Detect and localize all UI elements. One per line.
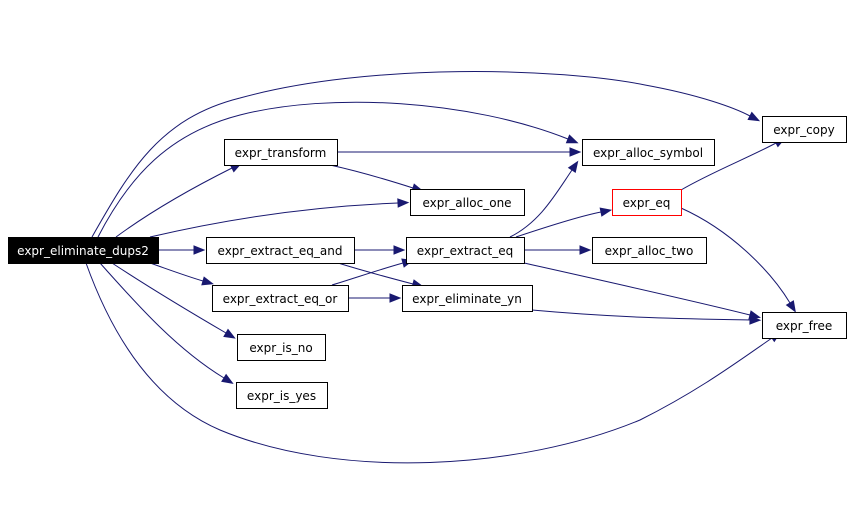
edge-expr-eliminate-dups2-to-expr-alloc-one <box>149 198 410 238</box>
node-label: expr_eq <box>623 196 671 210</box>
node-box <box>406 237 525 264</box>
edge-expr-extract-eq-to-expr-eq <box>515 207 613 238</box>
node-expr-extract-eq-or[interactable]: expr_extract_eq_or <box>212 285 349 312</box>
node-expr-alloc-two[interactable]: expr_alloc_two <box>592 237 707 264</box>
node-label: expr_extract_eq_and <box>218 244 343 258</box>
arrowhead-icon <box>397 198 410 208</box>
nodes-layer: expr_eliminate_dups2 expr_transform expr_a… <box>8 116 847 409</box>
edge-expr-extract-eq-to-expr-free <box>523 262 761 320</box>
arrowhead-icon <box>567 160 579 174</box>
arrowhead-icon <box>223 328 236 339</box>
edge-line <box>337 262 414 285</box>
edge-expr-eliminate-dups2-to-expr-is-yes <box>99 262 234 384</box>
edge-line <box>531 309 751 321</box>
node-label: expr_alloc_one <box>422 196 511 210</box>
edge-expr-extract-eq-and-to-expr-eliminate-yn <box>337 262 424 289</box>
node-label: expr_eliminate_yn <box>412 292 522 306</box>
node-box <box>237 334 326 361</box>
node-label: expr_alloc_symbol <box>593 146 703 160</box>
node-expr-eliminate-yn[interactable]: expr_eliminate_yn <box>402 285 533 312</box>
node-expr-eq[interactable]: expr_eq <box>612 189 682 216</box>
edge-expr-extract-eq-to-expr-alloc-two <box>524 245 592 255</box>
edge-line <box>97 101 569 238</box>
edge-expr-transform-to-expr-alloc-symbol <box>337 147 582 157</box>
edge-expr-extract-eq-or-to-expr-eliminate-yn <box>348 293 402 303</box>
node-box <box>236 382 328 409</box>
edge-line <box>331 262 404 286</box>
edge-expr-eliminate-dups2-to-expr-extract-eq-and <box>158 245 206 255</box>
edge-line <box>515 211 602 238</box>
node-box <box>592 237 707 264</box>
edge-expr-eq-to-expr-free <box>680 207 796 313</box>
arrowhead-icon <box>569 147 582 157</box>
node-box <box>402 285 533 312</box>
edge-line <box>99 262 225 379</box>
node-box <box>212 285 349 312</box>
arrowhead-icon <box>393 245 406 255</box>
arrowhead-icon <box>389 293 402 303</box>
edge-line <box>680 207 791 304</box>
edge-expr-extract-eq-and-to-expr-extract-eq <box>354 245 406 255</box>
node-label: expr_copy <box>773 123 834 137</box>
edge-expr-eliminate-dups2-to-expr-extract-eq-or <box>149 262 214 286</box>
node-expr-alloc-symbol[interactable]: expr_alloc_symbol <box>582 139 715 166</box>
edge-expr-eliminate-dups2-to-expr-is-no <box>111 262 236 339</box>
node-expr-alloc-one[interactable]: expr_alloc_one <box>410 189 525 216</box>
node-expr-transform[interactable]: expr_transform <box>224 139 338 166</box>
arrowhead-icon <box>565 134 579 144</box>
node-box <box>582 139 715 166</box>
node-label: expr_eliminate_dups2 <box>17 244 149 258</box>
node-expr-copy[interactable]: expr_copy <box>762 116 847 143</box>
edge-line <box>329 164 414 189</box>
arrowhead-icon <box>221 373 234 384</box>
edge-line <box>509 169 573 238</box>
node-box <box>8 237 159 264</box>
edges-layer <box>85 71 796 464</box>
node-box <box>410 189 525 216</box>
arrowhead-icon <box>201 276 214 286</box>
edge-line <box>115 167 233 238</box>
node-expr-free[interactable]: expr_free <box>762 312 847 339</box>
edge-expr-eliminate-dups2-to-expr-alloc-symbol <box>97 101 579 238</box>
node-expr-extract-eq-and[interactable]: expr_extract_eq_and <box>206 237 355 264</box>
arrowhead-icon <box>785 300 796 313</box>
edge-expr-extract-eq-to-expr-alloc-symbol <box>509 160 579 238</box>
edge-expr-eliminate-dups2-to-expr-transform <box>115 162 243 238</box>
edge-line <box>91 71 751 238</box>
node-box <box>762 312 847 339</box>
edge-expr-eliminate-dups2-to-expr-copy <box>91 71 761 238</box>
edge-line <box>111 262 227 334</box>
arrowhead-icon <box>579 245 592 255</box>
node-box <box>762 116 847 143</box>
node-label: expr_transform <box>235 146 327 160</box>
edge-expr-eliminate-yn-to-expr-free <box>531 309 762 325</box>
edge-line <box>523 262 751 316</box>
arrowhead-icon <box>599 207 613 217</box>
node-expr-is-no[interactable]: expr_is_no <box>237 334 326 361</box>
edge-line <box>85 262 773 464</box>
node-expr-extract-eq[interactable]: expr_extract_eq <box>406 237 525 264</box>
node-label: expr_is_no <box>249 341 312 355</box>
node-box <box>612 189 682 216</box>
node-box <box>206 237 355 264</box>
node-label: expr_alloc_two <box>605 244 694 258</box>
edge-line <box>680 142 777 191</box>
node-box <box>224 139 338 166</box>
node-label: expr_free <box>776 319 832 333</box>
edge-line <box>149 262 204 282</box>
node-label: expr_extract_eq_or <box>223 292 338 306</box>
node-label: expr_extract_eq <box>417 244 513 258</box>
node-expr-eliminate-dups2: expr_eliminate_dups2 <box>8 237 159 264</box>
arrowhead-icon <box>193 245 206 255</box>
arrowhead-icon <box>749 315 762 325</box>
node-label: expr_is_yes <box>247 389 316 403</box>
edge-line <box>149 202 399 238</box>
node-expr-is-yes[interactable]: expr_is_yes <box>236 382 328 409</box>
arrowhead-icon <box>747 111 761 122</box>
edge-expr-transform-to-expr-alloc-one <box>329 164 424 193</box>
